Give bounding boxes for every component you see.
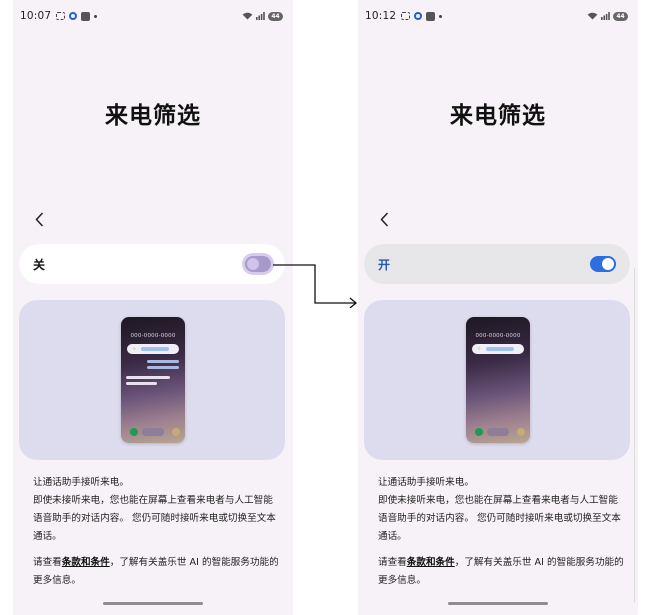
- mock-transcript-bubble: ⁘: [472, 344, 524, 354]
- chevron-left-icon: [34, 211, 43, 227]
- chevron-left-icon: [379, 211, 388, 227]
- preview-illustration-card: 000-0000-0000 ⁘: [19, 300, 285, 460]
- mock-accept-call-icon: [475, 428, 483, 436]
- home-indicator[interactable]: [448, 602, 548, 605]
- phone-screen-before: 10:07 44 来电筛选 关 000-0000-0000 ⁘: [13, 0, 293, 615]
- description-line-1: 让通话助手接听来电。: [33, 477, 129, 488]
- signal-icon: [601, 12, 610, 20]
- description-line-2: 即使未接听来电，您也能在屏幕上查看来电者与人工智能语音助手的对话内容。 您仍可随…: [33, 495, 276, 542]
- phone-screen-after: 10:12 44 来电筛选 开 000-0000-0000 ⁘ 让通话助手接听来…: [358, 0, 638, 615]
- app-notification-icon: [69, 12, 78, 20]
- mock-decline-call-icon: [172, 428, 180, 436]
- voice-icon: ⁘: [132, 346, 137, 352]
- terms-suffix: ，了解有关盖乐世 AI 的智能服务功能的更多信息。: [378, 557, 624, 586]
- mock-slider: [487, 428, 509, 436]
- battery-icon: 44: [268, 11, 283, 21]
- description: 让通话助手接听来电。 即使未接听来电，您也能在屏幕上查看来电者与人工智能语音助手…: [378, 474, 624, 590]
- battery-icon: 44: [613, 11, 628, 21]
- mock-caller-number: 000-0000-0000: [130, 333, 176, 339]
- screenshot-icon: [401, 12, 411, 20]
- more-notifications-icon: [94, 14, 98, 18]
- app-icon: [426, 11, 436, 21]
- description: 让通话助手接听来电。 即使未接听来电，您也能在屏幕上查看来电者与人工智能语音助手…: [33, 474, 279, 590]
- phone-mockup-illustration: 000-0000-0000 ⁘: [466, 317, 530, 443]
- signal-icon: [256, 12, 265, 20]
- terms-prefix: 请查看: [33, 557, 62, 568]
- mock-decline-call-icon: [517, 428, 525, 436]
- more-notifications-icon: [439, 14, 443, 18]
- back-button[interactable]: [377, 210, 391, 228]
- back-button[interactable]: [32, 210, 46, 228]
- call-screening-switch[interactable]: [590, 256, 616, 272]
- home-indicator[interactable]: [103, 602, 203, 605]
- status-time: 10:07: [20, 10, 52, 22]
- terms-and-conditions-link[interactable]: 条款和条件: [61, 557, 110, 568]
- status-bar: 10:07 44: [20, 8, 283, 24]
- mock-message-line: [147, 366, 179, 369]
- preview-illustration-card: 000-0000-0000 ⁘: [364, 300, 630, 460]
- mock-message-line: [126, 382, 157, 385]
- switch-knob: [247, 258, 259, 270]
- status-time: 10:12: [365, 10, 397, 22]
- app-icon: [81, 11, 91, 21]
- terms-suffix: ，了解有关盖乐世 AI 的智能服务功能的更多信息。: [33, 557, 279, 586]
- page-title: 来电筛选: [450, 103, 546, 129]
- toggle-state-label: 开: [378, 257, 391, 272]
- call-screening-toggle-row[interactable]: 关: [19, 244, 285, 284]
- terms-and-conditions-link[interactable]: 条款和条件: [406, 557, 455, 568]
- mock-transcript-bubble: ⁘: [127, 344, 179, 354]
- terms-prefix: 请查看: [378, 557, 407, 568]
- description-line-1: 让通话助手接听来电。: [378, 477, 474, 488]
- switch-knob: [602, 258, 614, 270]
- app-notification-icon: [414, 12, 423, 20]
- call-screening-toggle-row[interactable]: 开: [364, 244, 630, 284]
- screenshot-icon: [56, 12, 66, 20]
- status-bar: 10:12 44: [365, 8, 628, 24]
- mock-message-line: [126, 376, 170, 379]
- mock-slider: [142, 428, 164, 436]
- wifi-icon: [242, 12, 253, 20]
- toggle-state-label: 关: [33, 257, 46, 272]
- mock-caller-number: 000-0000-0000: [475, 333, 521, 339]
- page-title: 来电筛选: [105, 103, 201, 129]
- description-line-2: 即使未接听来电，您也能在屏幕上查看来电者与人工智能语音助手的对话内容。 您仍可随…: [378, 495, 621, 542]
- mock-accept-call-icon: [130, 428, 138, 436]
- phone-mockup-illustration: 000-0000-0000 ⁘: [121, 317, 185, 443]
- call-screening-switch[interactable]: [245, 256, 271, 272]
- scrollbar[interactable]: [634, 268, 635, 603]
- mock-message-line: [147, 360, 179, 363]
- voice-icon: ⁘: [477, 346, 482, 352]
- wifi-icon: [587, 12, 598, 20]
